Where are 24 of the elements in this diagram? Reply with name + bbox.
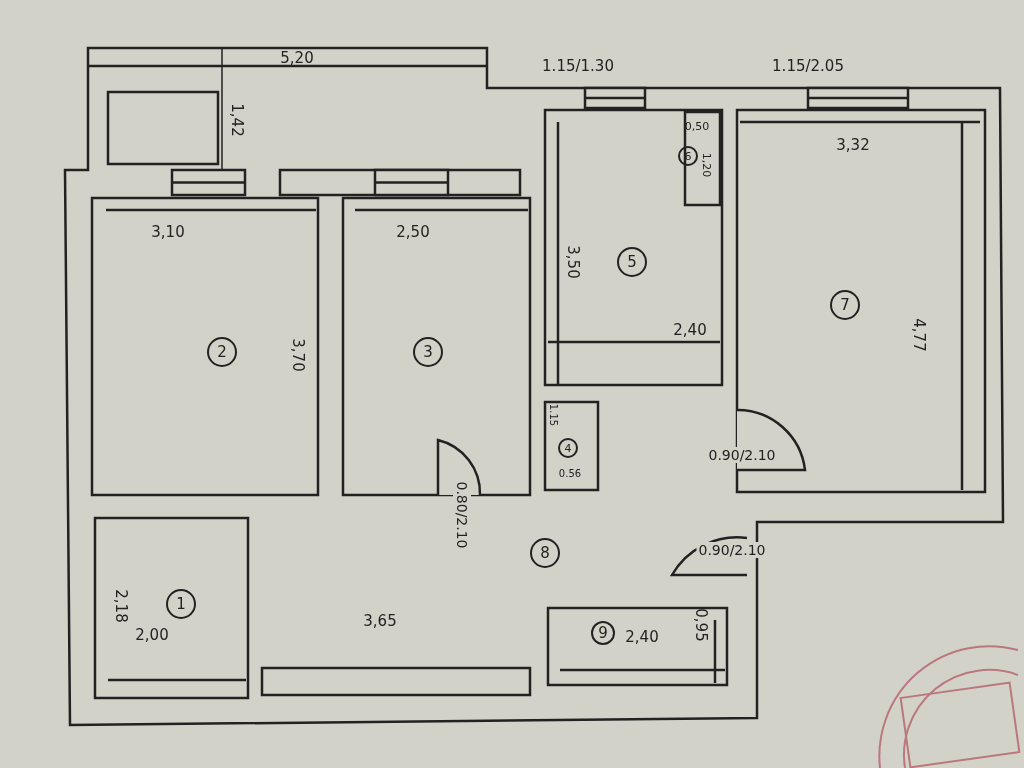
- dimension-label: 1.15/1.30: [542, 58, 614, 74]
- room-number: 1: [166, 589, 196, 619]
- dimension-label: 0,95: [692, 608, 708, 642]
- dimension-label: 0.56: [558, 469, 582, 479]
- room-number: 8: [530, 538, 560, 568]
- dimension-label: 0.80/2.10: [453, 480, 471, 550]
- room-number: 7: [830, 290, 860, 320]
- room-number: 4: [558, 438, 578, 458]
- dimension-label: 3,32: [836, 137, 870, 153]
- dimension-label: 1.15/2.05: [772, 58, 844, 74]
- room-number: 2: [207, 337, 237, 367]
- dimension-label: 2,50: [396, 224, 430, 240]
- dimension-label: 2,40: [673, 322, 707, 338]
- room-number: 5: [617, 247, 647, 277]
- dimension-label: 5,20: [280, 50, 314, 66]
- room-number: 3: [413, 337, 443, 367]
- room-number: 9: [591, 621, 615, 645]
- dimension-label: 3,65: [363, 613, 397, 629]
- dimension-label: 0.90/2.10: [706, 447, 778, 463]
- dimension-label: 1,20: [700, 152, 712, 178]
- dimension-label: 3,10: [151, 224, 185, 240]
- dimension-label: 0.90/2.10: [696, 542, 768, 558]
- dimension-label: 1,42: [228, 103, 244, 137]
- dimension-label: 2,00: [135, 627, 169, 643]
